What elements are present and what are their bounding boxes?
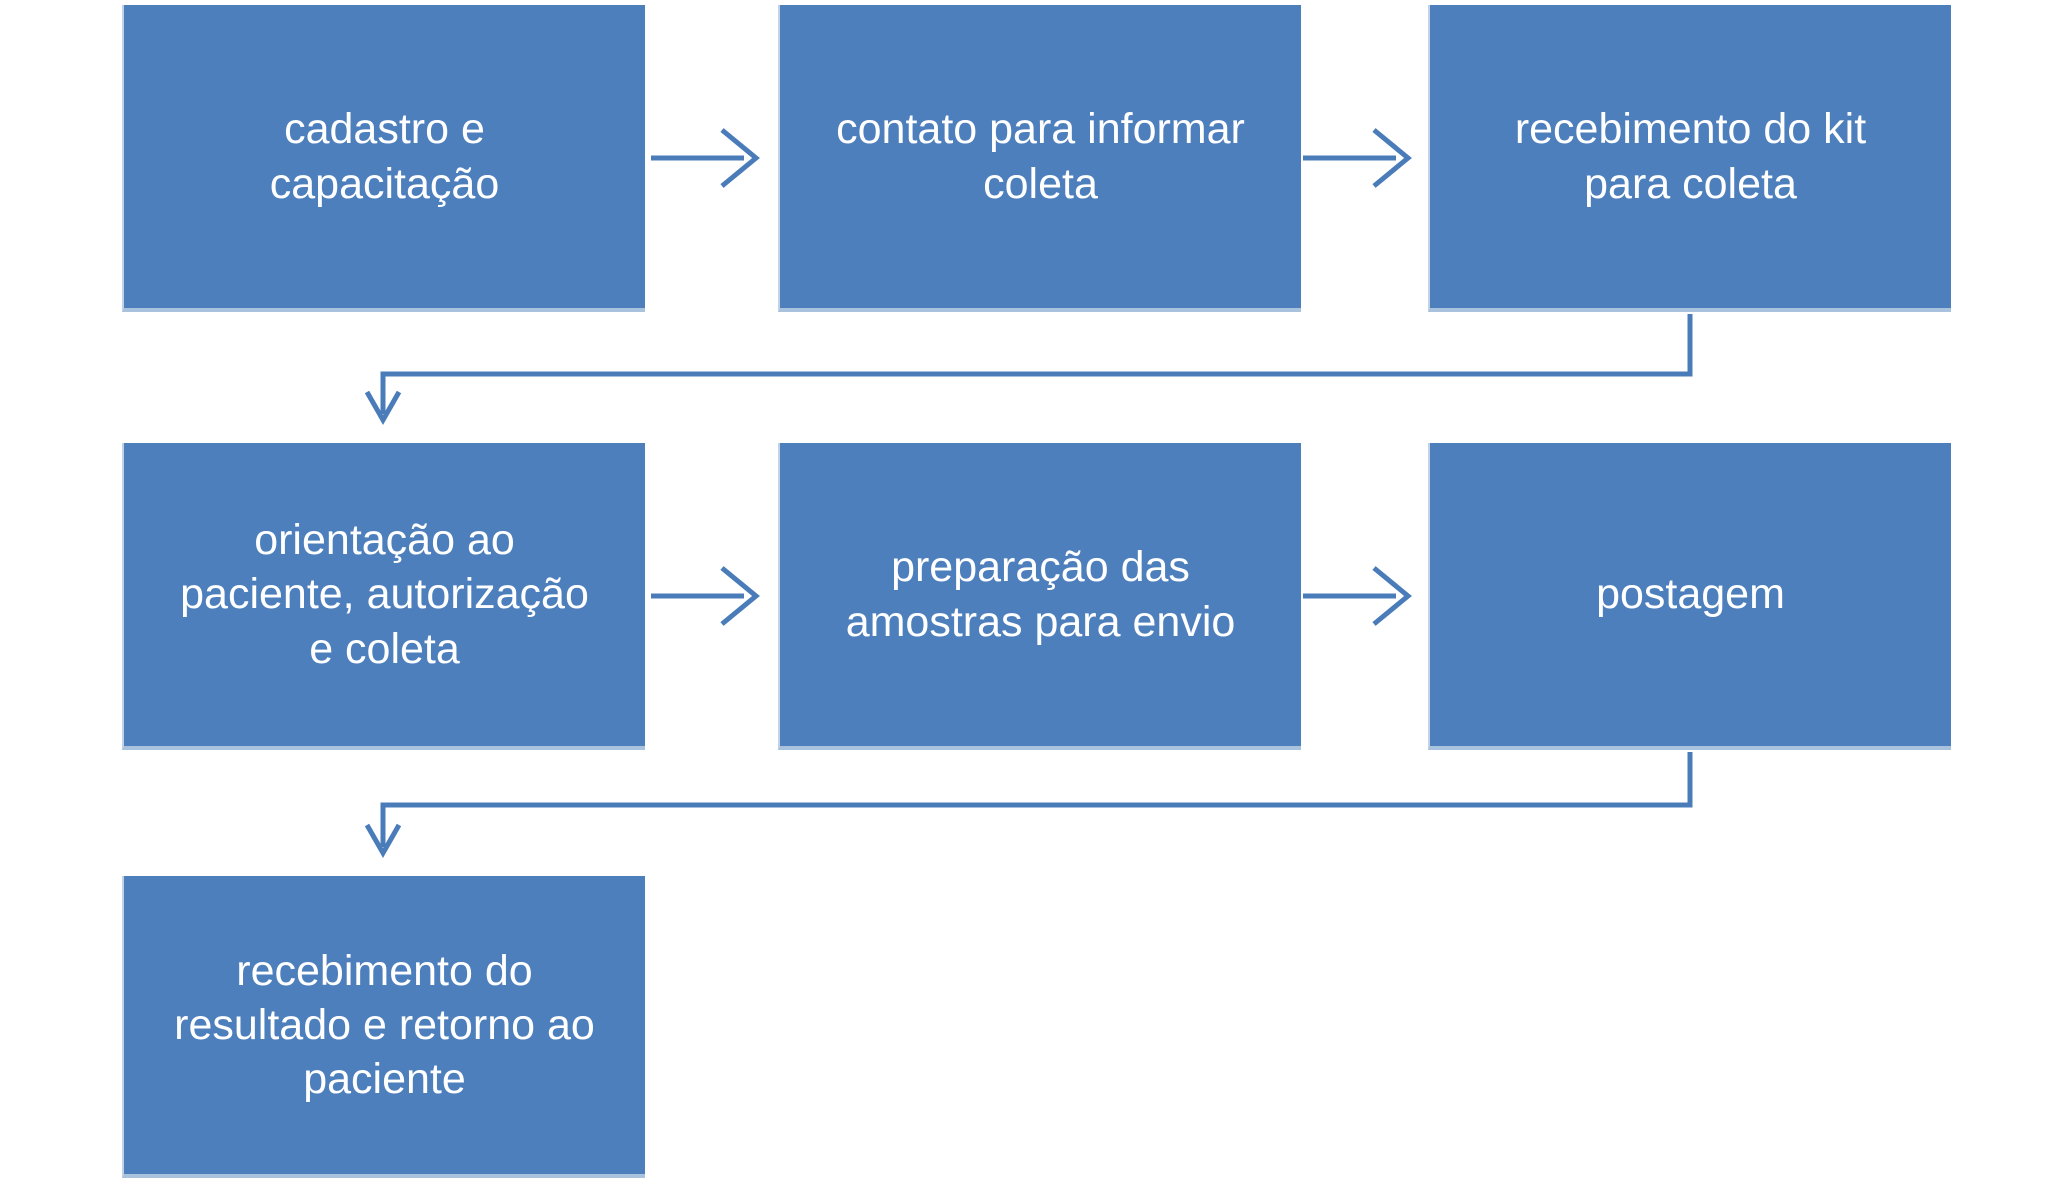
arrow-head <box>364 390 402 426</box>
arrow-right-icon <box>1298 551 1430 641</box>
arrow-right-icon <box>646 113 778 203</box>
arrow-head <box>720 566 760 626</box>
arrow-right-icon <box>1298 113 1430 203</box>
flow-step-preparacao-das-amostras: preparação das amostras para envio <box>778 443 1301 750</box>
elbow-arrow-down-icon <box>361 752 1701 880</box>
arrow-head <box>1372 566 1412 626</box>
arrow-head <box>364 823 402 859</box>
connector-path <box>380 314 1693 414</box>
connector-path <box>380 752 1693 847</box>
arrow-right-icon <box>646 551 778 641</box>
arrow-head <box>720 128 760 188</box>
flow-step-recebimento-do-resultado: recebimento do resultado e retorno ao pa… <box>122 876 645 1178</box>
flow-step-orientacao-ao-paciente: orientação ao paciente, autorização e co… <box>122 443 645 750</box>
flow-step-cadastro-e-capacitacao: cadastro e capacitação <box>122 5 645 312</box>
elbow-arrow-down-icon <box>361 314 1701 446</box>
flow-step-recebimento-do-kit: recebimento do kit para coleta <box>1428 5 1951 312</box>
flow-step-postagem: postagem <box>1428 443 1951 750</box>
arrow-head <box>1372 128 1412 188</box>
flow-step-contato-para-informar-coleta: contato para informar coleta <box>778 5 1301 312</box>
